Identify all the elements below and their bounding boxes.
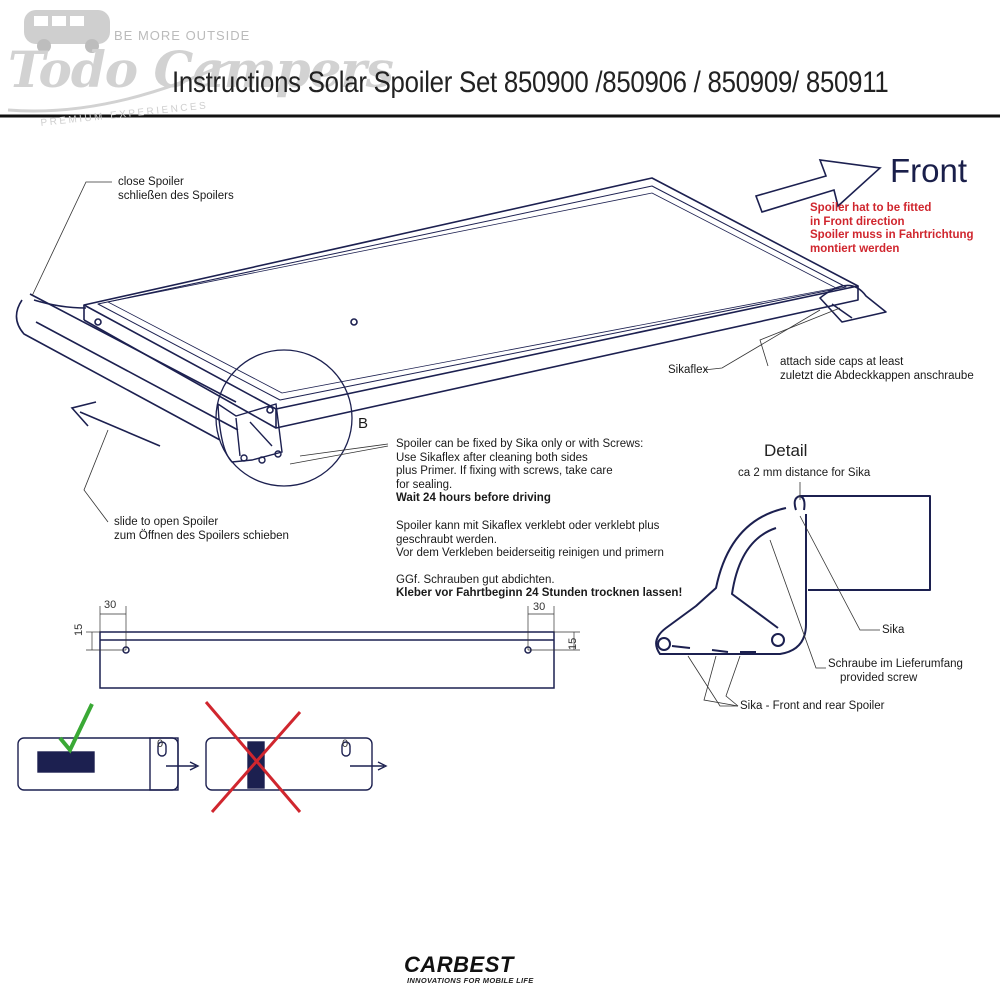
logo-swoosh [7, 60, 231, 113]
carbest-logo: CARBEST [404, 952, 514, 977]
solar-panel-drawing [15, 177, 887, 441]
instructions-german: Spoiler kann mit Sikaflex verklebt oder … [396, 520, 683, 599]
dimension-30-right: 30 [533, 601, 546, 613]
dimension-15-left: 15 [73, 623, 85, 636]
sikaflex-label: Sikaflex [668, 364, 709, 376]
dimension-lines [86, 606, 580, 651]
detail-front-rear-label: Sika - Front and rear Spoiler [740, 700, 885, 712]
carbest-tagline: INNOVATIONS FOR MOBILE LIFE [407, 976, 534, 985]
front-label: Front [890, 152, 968, 189]
detail-screw-label: Schraube im Lieferumfang provided screw [828, 658, 963, 684]
logo-wordmark: Todo Campers [8, 40, 394, 99]
cross-icon [204, 701, 302, 813]
slide-open-label: slide to open Spoiler zum Öffnen des Spo… [114, 516, 289, 542]
front-direction-note: Spoiler hat to be fitted in Front direct… [810, 202, 974, 255]
van-logo-icon [24, 10, 110, 53]
detail-circle-b [215, 349, 353, 487]
dimension-15-right: 15 [567, 637, 579, 650]
close-spoiler-label: close Spoiler schließen des Spoilers [118, 176, 234, 202]
slot-value-left: 0 [157, 738, 164, 750]
instructions-english: Spoiler can be fixed by Sika only or wit… [396, 438, 644, 504]
rail-dimension-drawing [99, 631, 555, 689]
detail-title: Detail [764, 441, 808, 460]
detail-leader-lines [687, 482, 880, 707]
detail-sika-label: Sika [882, 624, 905, 636]
detail-distance-label: ca 2 mm distance for Sika [738, 467, 871, 479]
logo-tagline-top: BE MORE OUTSIDE [114, 28, 251, 43]
leader-lines [31, 181, 841, 523]
checkmark-icon [58, 703, 94, 754]
wrong-placement-drawing [205, 737, 388, 791]
side-caps-label: attach side caps at least zuletzt die Ab… [780, 356, 974, 382]
detail-cross-section [655, 495, 931, 655]
front-arrow-icon [754, 159, 882, 213]
spoiler-closeup [217, 403, 283, 464]
slide-open-arrow-icon [70, 401, 161, 447]
page-title: Instructions Solar Spoiler Set 850900 /8… [172, 66, 889, 99]
dimension-30-left: 30 [104, 599, 117, 611]
correct-placement-drawing [17, 737, 200, 791]
circle-marker-label: B [358, 415, 369, 432]
slot-value-right: 0 [342, 738, 349, 750]
